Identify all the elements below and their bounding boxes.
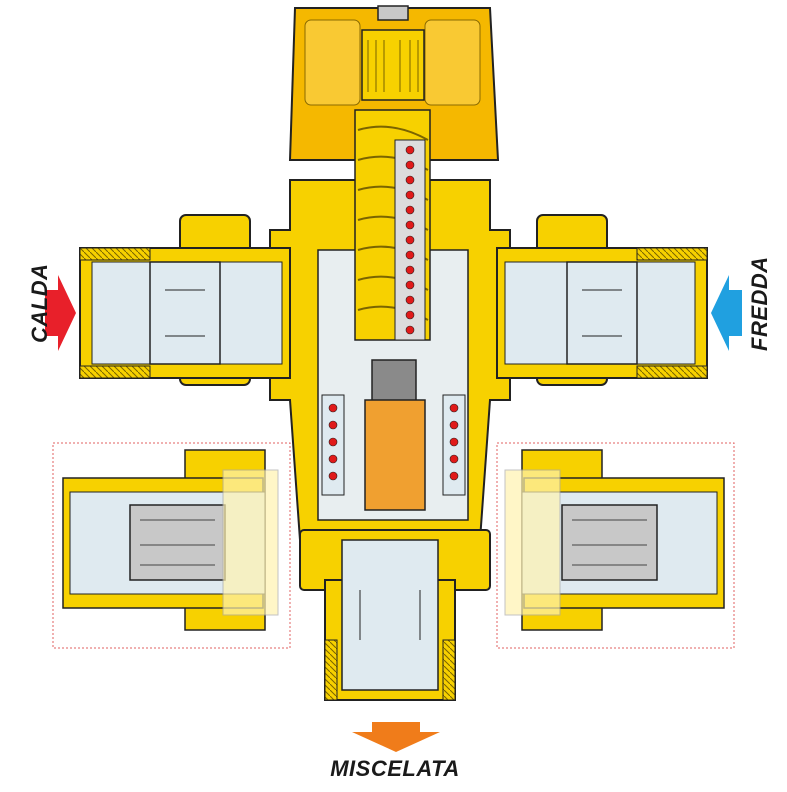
thermostat-spindle: [354, 109, 431, 511]
return-spring: [321, 394, 466, 496]
cap-screw: [377, 5, 409, 21]
cold-flow-arrow: [711, 275, 742, 351]
hot-inlet-connection: [79, 214, 291, 386]
hot-check-valve-inset: [52, 442, 291, 649]
cold-inlet-connection: [496, 214, 708, 386]
cold-thread-top: [636, 247, 708, 261]
cold-thread-bottom: [636, 365, 708, 379]
cap-spindle-nut: [361, 29, 425, 101]
inset-frame-right: [496, 442, 735, 649]
spring-dots: [405, 145, 415, 335]
hot-thread-bottom: [79, 365, 151, 379]
cold-inlet-label: FREDDA: [747, 256, 772, 351]
hot-hex: [149, 261, 221, 365]
sensor-bulb: [364, 399, 426, 511]
hot-inlet-label: CALDA: [27, 263, 52, 344]
hot-thread-top: [79, 247, 151, 261]
hot-flow-arrow: [45, 275, 76, 351]
outlet-bore: [341, 539, 439, 691]
inset-frame-left: [52, 442, 291, 649]
cold-check-valve-inset: [496, 442, 735, 649]
mixed-flow-arrow: [352, 722, 440, 752]
thermostat-element: [371, 359, 417, 406]
cold-hex: [566, 261, 638, 365]
mixed-outlet-label: MISCELATA: [330, 756, 460, 781]
mixed-outlet-connection: [299, 529, 491, 701]
adjustment-cap: [288, 5, 500, 161]
